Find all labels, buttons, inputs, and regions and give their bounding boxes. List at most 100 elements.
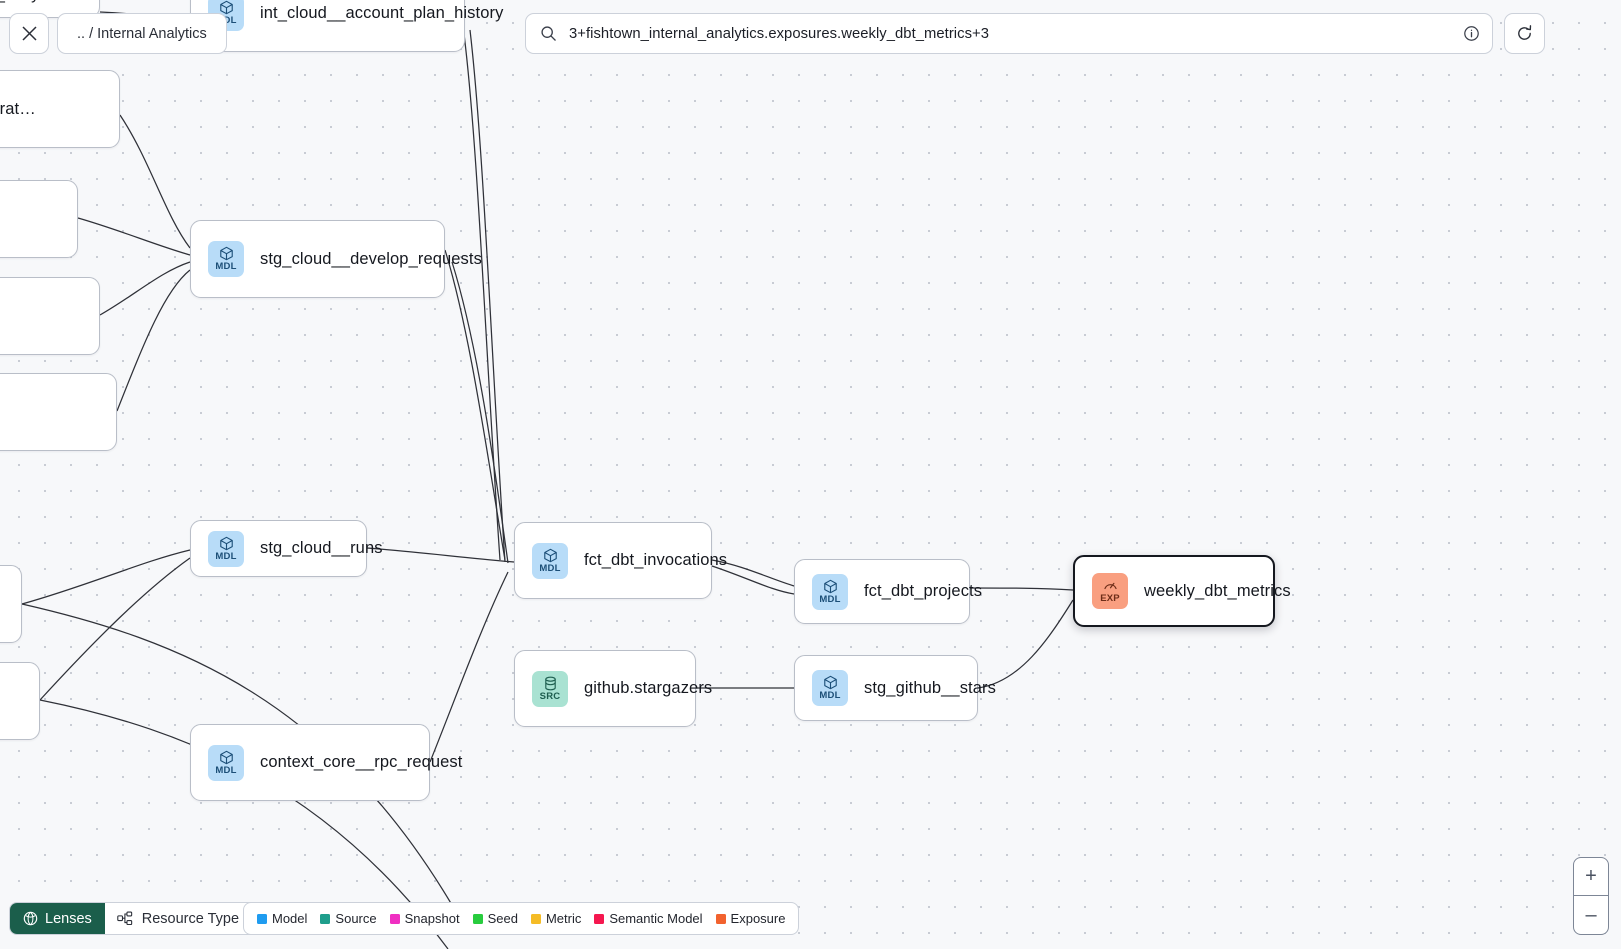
- zoom-in-button[interactable]: +: [1574, 858, 1608, 896]
- lineage-edge: [977, 599, 1074, 689]
- lineage-node-label: stg_github__stars: [864, 678, 996, 697]
- lineage-node[interactable]: n: [0, 565, 22, 643]
- search-icon: [541, 26, 556, 41]
- lens-toolbar: Lenses Resource Type: [9, 902, 275, 935]
- breadcrumb[interactable]: .. / Internal Analytics: [57, 13, 227, 54]
- zoom-controls: + –: [1573, 857, 1609, 935]
- node-type-badge-label: MDL: [539, 562, 561, 574]
- lineage-node[interactable]: MDL stg_github__stars: [794, 655, 996, 721]
- legend-label: Metric: [545, 911, 582, 926]
- cube-icon: [823, 676, 837, 690]
- legend-label: Source: [335, 911, 377, 926]
- lineage-edge: [462, 25, 501, 561]
- lineage-node-label: stg_cloud__develop_requests: [260, 249, 482, 268]
- lineage-node[interactable]: MDL fct_dbt_invocations: [514, 522, 727, 599]
- node-type-badge: MDL: [208, 241, 244, 277]
- lenses-label: Lenses: [45, 910, 92, 927]
- legend-swatch: [530, 913, 541, 924]
- lineage-node[interactable]: EXP weekly_dbt_metrics: [1073, 555, 1291, 627]
- legend-label: Snapshot: [404, 911, 460, 926]
- lineage-node-label: int_cloud__account_plan_history: [260, 3, 504, 22]
- resource-type-legend: Model Source Snapshot Seed Metric Semantic Mo…: [243, 902, 800, 935]
- breadcrumb-label: .. / Internal Analytics: [77, 25, 207, 42]
- lineage-node[interactable]: _run: [0, 662, 40, 740]
- lineage-search-field[interactable]: 3+fishtown_internal_analytics.exposures.…: [525, 13, 1493, 54]
- lineage-node[interactable]: MDL stg_cloud__runs: [190, 520, 382, 577]
- legend-swatch: [389, 913, 400, 924]
- cube-icon: [543, 548, 557, 562]
- node-type-badge: MDL: [208, 530, 244, 567]
- lineage-node-label: context_core__rpc_request: [260, 753, 463, 771]
- lineage-edge: [116, 269, 191, 412]
- lineage-node[interactable]: MDL stg_cloud__develop_requests: [190, 220, 482, 298]
- lineage-node-label: snapshot_daily: [0, 0, 39, 4]
- legend-item: Metric: [530, 911, 582, 926]
- node-type-badge: SRC: [532, 670, 568, 707]
- cube-icon: [823, 579, 837, 593]
- node-type-badge: EXP: [1092, 573, 1128, 609]
- node-type-badge: MDL: [532, 542, 568, 579]
- gauge-icon: [1103, 583, 1117, 590]
- legend-label: Model: [272, 911, 308, 926]
- node-type-badge: MDL: [812, 573, 848, 610]
- info-icon[interactable]: [1463, 25, 1480, 42]
- resource-type-label: Resource Type: [141, 910, 240, 927]
- lineage-edge: [21, 549, 191, 605]
- lineage-node-label: fct_dbt_invocations: [584, 551, 728, 569]
- close-button[interactable]: [9, 13, 49, 54]
- lineage-node[interactable]: SRC github.stargazers: [514, 650, 712, 727]
- zoom-out-button[interactable]: –: [1585, 903, 1597, 926]
- lineage-node-label: multicell_migrat…: [0, 99, 36, 118]
- legend-swatch: [257, 913, 267, 924]
- lineage-node[interactable]: multicell_migrat…: [0, 70, 120, 148]
- legend-item: Snapshot: [389, 911, 460, 926]
- lineage-node[interactable]: p_request: [0, 180, 78, 258]
- legend-item: Seed: [472, 911, 518, 926]
- legend-item: Model: [257, 911, 307, 926]
- lineage-node[interactable]: _develop_request: [0, 373, 117, 451]
- cube-icon: [219, 750, 233, 764]
- lineage-edge: [39, 557, 191, 701]
- legend-item: Exposure: [715, 911, 786, 926]
- refresh-button[interactable]: [1504, 13, 1545, 54]
- lens-icon: [23, 911, 38, 926]
- lineage-edge: [711, 565, 795, 595]
- lineage-node[interactable]: velop_request: [0, 277, 100, 355]
- lineage-node-label: weekly_dbt_metrics: [1144, 581, 1291, 600]
- cube-icon: [219, 1, 233, 15]
- node-type-badge-label: MDL: [819, 690, 841, 702]
- node-type-badge-label: MDL: [215, 261, 237, 273]
- lineage-edge: [469, 29, 506, 563]
- legend-item: Semantic Model: [594, 911, 703, 926]
- lineage-edge: [451, 261, 509, 564]
- lineage-node-label: github.stargazers: [584, 679, 713, 697]
- legend-label: Seed: [487, 911, 518, 926]
- legend-item: Source: [320, 911, 377, 926]
- node-type-badge: MDL: [812, 670, 848, 706]
- cube-icon: [219, 536, 233, 550]
- node-type-badge-label: MDL: [819, 593, 841, 605]
- lineage-edge: [969, 587, 1074, 591]
- legend-swatch: [715, 913, 726, 924]
- lineage-node[interactable]: MDLint_cloud__account_plan_history: [190, 0, 503, 52]
- lineage-node-label: stg_cloud__runs: [260, 539, 383, 557]
- lineage-edge: [99, 261, 191, 316]
- lineage-edge: [366, 547, 515, 563]
- legend-label: Exposure: [730, 911, 786, 926]
- lineage-edge: [444, 249, 506, 561]
- lineage-edge: [77, 217, 191, 256]
- legend-label: Semantic Model: [609, 911, 703, 926]
- legend-swatch: [472, 913, 483, 924]
- close-icon: [21, 26, 37, 41]
- search-input-value[interactable]: 3+fishtown_internal_analytics.exposures.…: [569, 25, 990, 42]
- cube-icon: [219, 247, 233, 261]
- lenses-button[interactable]: Lenses: [10, 903, 105, 934]
- lineage-edge: [119, 114, 191, 249]
- database-icon: [544, 676, 556, 691]
- node-type-badge-label: MDL: [215, 550, 237, 562]
- node-type-badge-label: SRC: [539, 690, 561, 702]
